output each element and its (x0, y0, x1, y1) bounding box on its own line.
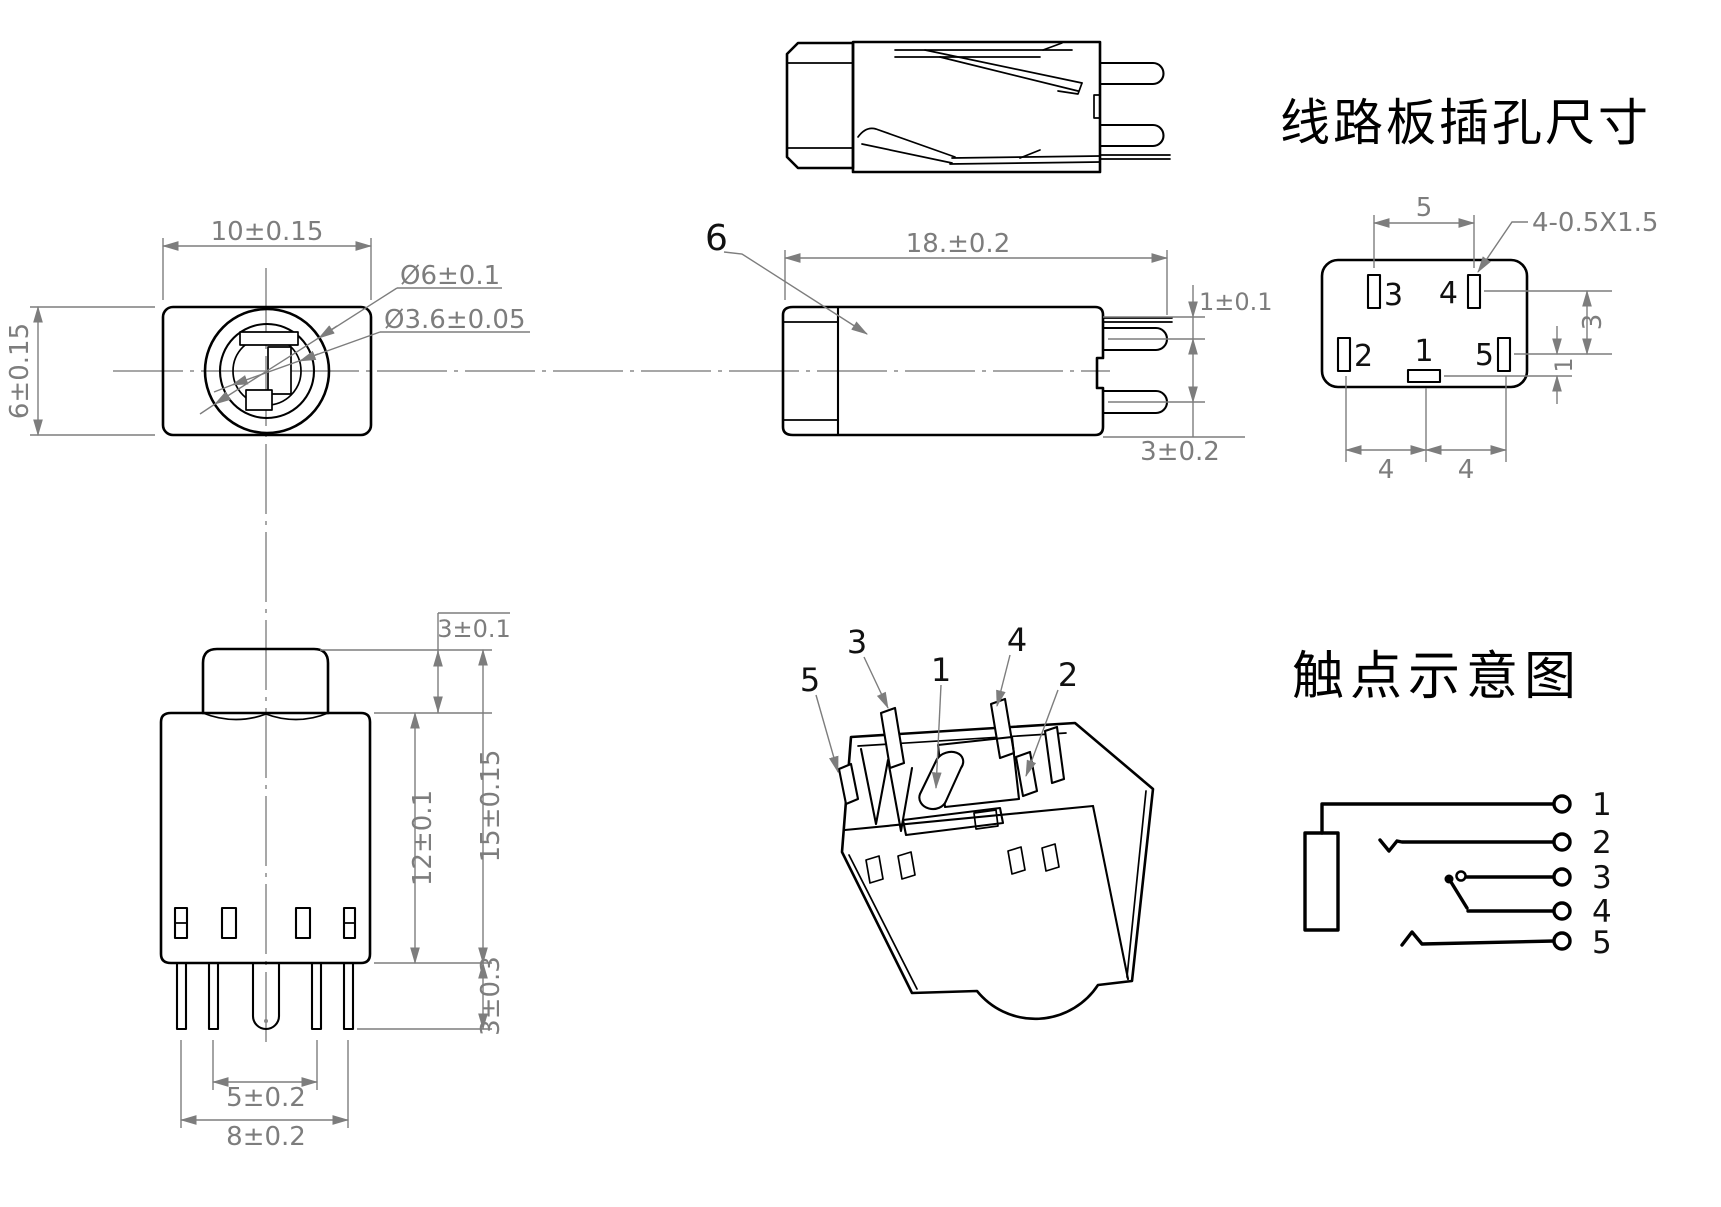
iso-label-3: 3 (847, 623, 867, 661)
body-windows (173, 906, 357, 940)
footprint-top-dim: 5 (1372, 193, 1476, 268)
dim-row-spacing: 3 (1578, 314, 1608, 331)
dim-inner-diameter: Ø3.6±0.05 (384, 305, 526, 335)
front-width-dim: 10±0.15 (161, 217, 373, 300)
iso-label-5: 5 (800, 661, 820, 699)
terminal-label-1: 1 (1592, 787, 1612, 823)
dim-front-height: 6±0.15 (5, 323, 35, 419)
plug-symbol (1303, 831, 1340, 932)
callout-hole-spec: 4-0.5X1.5 (1532, 208, 1658, 238)
iso-label-2: 2 (1058, 656, 1078, 694)
iso-front-slots (865, 843, 1060, 884)
front-view: 10±0.15 6±0.15 Ø6±0.1 Ø3.6±0.05 (5, 217, 530, 437)
terminal-label-3: 3 (1592, 860, 1612, 896)
dim-pin-pitch: 3±0.2 (1140, 437, 1220, 467)
side-view: 6 18.±0.2 1±0.1 3±0.2 (705, 218, 1273, 467)
terminal-label-5: 5 (1592, 925, 1612, 961)
pad-label-1: 1 (1414, 334, 1433, 369)
dim-front-width: 10±0.15 (211, 217, 324, 247)
dim-body-height: 12±0.1 (408, 790, 438, 886)
terminal-label-2: 2 (1592, 825, 1612, 861)
dim-pitch-right: 4 (1458, 455, 1475, 485)
part-label-6: 6 (705, 218, 728, 259)
dim-pad-pitch: 5 (1416, 193, 1433, 223)
dim-pin-length: 3±0.3 (476, 956, 506, 1036)
isometric-view: 5 3 1 4 2 (800, 621, 1155, 1021)
contact-schematic: 触点示意图 1 2 3 4 5 (1292, 647, 1612, 961)
pad-label-3: 3 (1384, 278, 1403, 313)
side-pin-dims: 1±0.1 3±0.2 (1103, 285, 1273, 467)
bottom-pins (175, 961, 355, 1031)
dim-inner-pin-pitch: 5±0.2 (226, 1083, 306, 1113)
pcb-footprint: 线路板插孔尺寸 3 4 2 5 1 5 4-0.5X1.5 (1280, 94, 1658, 485)
dim-overall-height: 15±0.15 (476, 750, 506, 863)
dim-pin-offset: 1±0.1 (1199, 288, 1273, 316)
side-length-dim: 18.±0.2 (783, 229, 1169, 315)
outer-diameter-callout: Ø6±0.1 (199, 261, 502, 415)
terminal-labels: 1 2 3 4 5 (1592, 787, 1612, 961)
dim-row-offset: 1 (1550, 357, 1578, 372)
lower-view-dims: 3±0.1 15±0.15 12±0.1 3±0.3 5±0.2 8±0.2 (179, 612, 511, 1152)
footprint-pads: 3 4 2 5 1 (1336, 273, 1512, 384)
terminal-label-4: 4 (1592, 894, 1612, 930)
iso-label-4: 4 (1007, 621, 1027, 659)
front-height-dim: 6±0.15 (5, 305, 155, 437)
dim-outer-pin-pitch: 8±0.2 (226, 1122, 306, 1152)
footprint-bottom-dims: 4 4 (1344, 376, 1508, 485)
heading-contacts: 触点示意图 (1292, 647, 1582, 707)
iso-label-1: 1 (931, 651, 951, 689)
dim-side-length: 18.±0.2 (906, 229, 1010, 259)
dim-outer-diameter: Ø6±0.1 (400, 261, 500, 291)
iso-callouts: 5 3 1 4 2 (800, 621, 1078, 790)
dim-pitch-left: 4 (1378, 455, 1395, 485)
dim-boss-height: 3±0.1 (437, 615, 511, 643)
footprint-hole-spec-callout: 4-0.5X1.5 (1477, 208, 1658, 273)
inner-diameter-callout: Ø3.6±0.05 (213, 305, 530, 393)
pad-label-2: 2 (1354, 339, 1373, 374)
iso-terminal-blades (837, 697, 1066, 837)
heading-pcb-holes: 线路板插孔尺寸 (1280, 94, 1651, 152)
part-callout-6: 6 (705, 218, 868, 335)
pad-label-4: 4 (1439, 276, 1458, 311)
top-section-view (785, 40, 1171, 174)
footprint-right-dims: 3 1 (1444, 289, 1612, 404)
pad-label-5: 5 (1475, 338, 1494, 373)
centerlines (113, 268, 1110, 1048)
top-view-internal-contacts (857, 42, 1101, 165)
lower-front-view: 3±0.1 15±0.15 12±0.1 3±0.3 5±0.2 8±0.2 (159, 612, 511, 1152)
